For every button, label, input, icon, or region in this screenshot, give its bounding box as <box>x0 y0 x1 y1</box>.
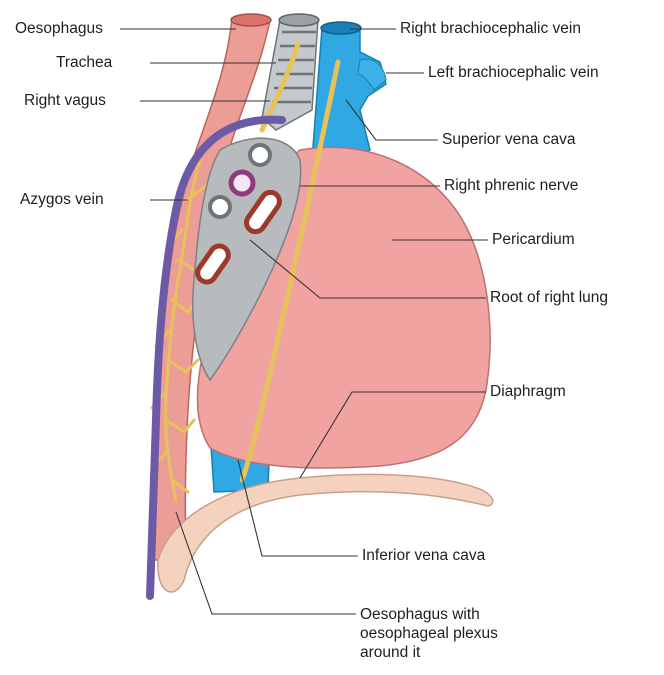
label-right-brachiocephalic-vein: Right brachiocephalic vein <box>400 20 581 38</box>
diaphragm <box>158 474 493 592</box>
label-left-brachiocephalic-vein: Left brachiocephalic vein <box>428 64 599 82</box>
superior-vena-cava <box>312 22 386 168</box>
label-azygos-vein: Azygos vein <box>20 191 104 209</box>
label-superior-vena-cava: Superior vena cava <box>442 131 576 149</box>
label-root-of-right-lung: Root of right lung <box>490 289 608 307</box>
label-right-phrenic-nerve: Right phrenic nerve <box>444 177 578 195</box>
label-pericardium: Pericardium <box>492 231 575 249</box>
label-inferior-vena-cava: Inferior vena cava <box>362 547 485 565</box>
label-oesophagus: Oesophagus <box>15 20 103 38</box>
label-oesophagus-with-plexus: Oesophagus with oesophageal plexus aroun… <box>360 605 542 662</box>
label-trachea: Trachea <box>56 54 112 72</box>
label-diaphragm: Diaphragm <box>490 383 566 401</box>
label-right-vagus: Right vagus <box>24 92 106 110</box>
